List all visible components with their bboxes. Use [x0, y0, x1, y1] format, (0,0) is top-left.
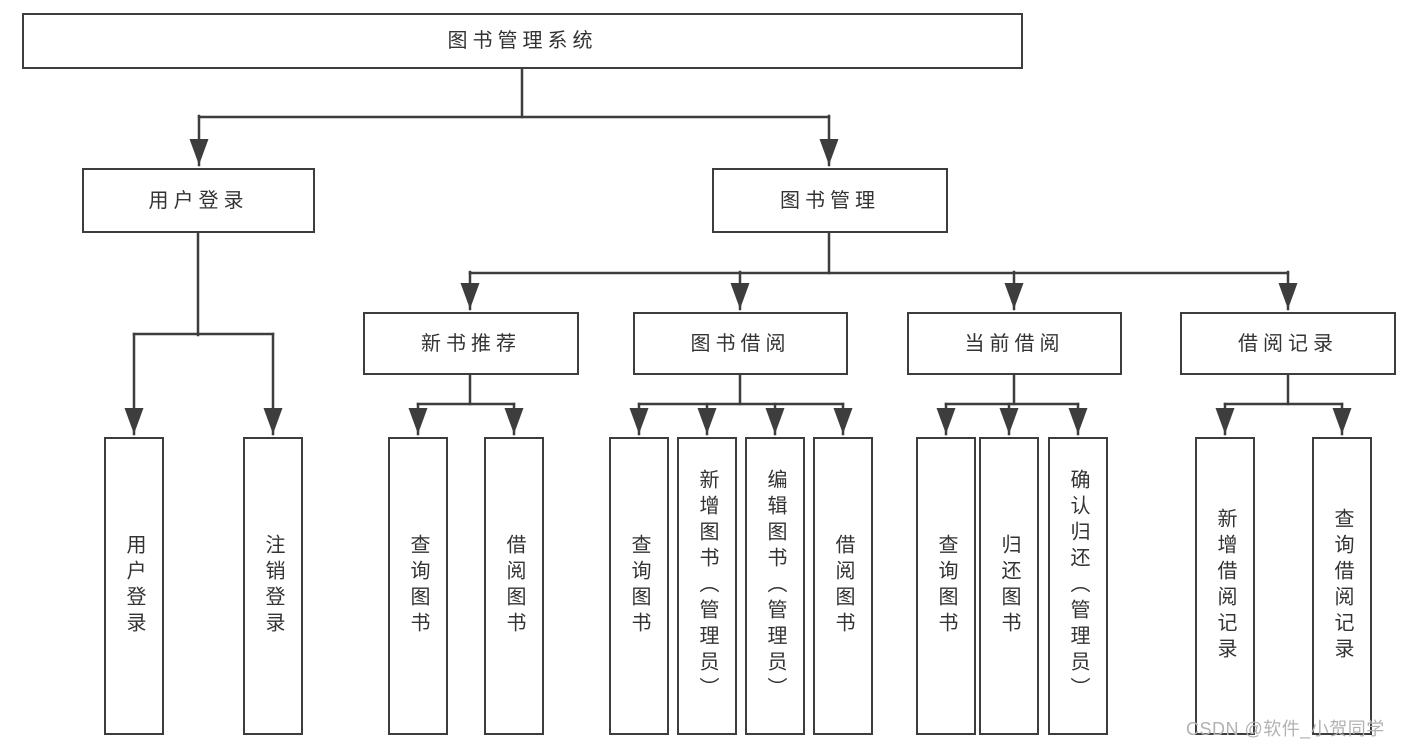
node-borrowing-records: 借阅记录 — [1180, 312, 1396, 375]
node-leaf-add-books-admin: 新增图书（管理员） — [677, 437, 737, 735]
node-book-management: 图书管理 — [712, 168, 948, 233]
node-leaf-add-borrow-record: 新增借阅记录 — [1195, 437, 1255, 735]
node-leaf-borrow-books: 借阅图书 — [813, 437, 873, 735]
node-library-management-system: 图书管理系统 — [22, 13, 1023, 69]
node-user-login: 用户登录 — [82, 168, 315, 233]
node-leaf-user-login: 用户登录 — [104, 437, 164, 735]
connectors-records-children — [1215, 373, 1352, 436]
node-leaf-query-borrow-record: 查询借阅记录 — [1312, 437, 1372, 735]
connectors-current-children — [936, 373, 1088, 436]
node-leaf-edit-books-admin: 编辑图书（管理员） — [745, 437, 805, 735]
node-current-borrowing: 当前借阅 — [907, 312, 1122, 375]
node-new-book-recommendation: 新书推荐 — [363, 312, 579, 375]
node-leaf-query-books-recommend: 查询图书 — [388, 437, 448, 735]
node-leaf-logout: 注销登录 — [243, 437, 303, 735]
node-leaf-borrow-books-recommend: 借阅图书 — [484, 437, 544, 735]
csdn-watermark: CSDN @软件_小贺同学 — [1186, 719, 1385, 739]
connectors-user-login-children — [124, 231, 283, 436]
node-leaf-query-books-current: 查询图书 — [916, 437, 976, 735]
node-book-borrowing: 图书借阅 — [633, 312, 848, 375]
connectors-recommend-children — [408, 373, 524, 436]
node-leaf-confirm-return-admin: 确认归还（管理员） — [1048, 437, 1108, 735]
connectors-borrow-children — [629, 373, 853, 436]
node-leaf-return-books: 归还图书 — [979, 437, 1039, 735]
connectors-root-to-level2 — [189, 67, 839, 167]
node-leaf-query-books-borrow: 查询图书 — [609, 437, 669, 735]
connectors-book-mgmt-to-level3 — [460, 231, 1298, 311]
